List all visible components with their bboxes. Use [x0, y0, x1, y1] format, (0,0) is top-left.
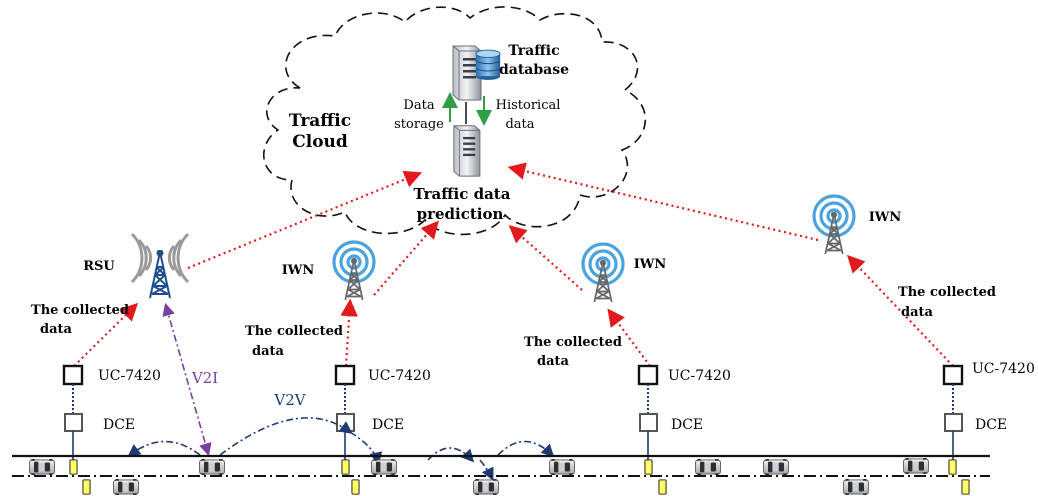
car-icon	[113, 479, 139, 495]
car-icon	[763, 459, 789, 475]
historical-label-line1: Historical	[496, 98, 561, 113]
wireless-tower-icon	[812, 194, 856, 255]
uc-box	[62, 364, 84, 386]
uc-box	[942, 364, 964, 386]
collected-label-4-line2: data	[901, 305, 934, 320]
collected-label-4-line1: The collected	[898, 285, 996, 300]
station-3: UC-7420 DCE	[637, 364, 731, 460]
collected-label-2-line1: The collected	[245, 324, 343, 339]
rsu-label: RSU	[83, 259, 115, 274]
dce-box	[944, 413, 963, 432]
collected-label-1-line2: data	[40, 322, 73, 337]
collected-label-3-line1: The collected	[524, 335, 622, 350]
v2i-link	[162, 302, 212, 457]
v2v-arc-4	[427, 447, 475, 463]
wireless-tower-icon	[581, 242, 625, 303]
car-icon	[29, 459, 55, 475]
uc-label-2: UC-7420	[368, 368, 431, 384]
uc-label-3: UC-7420	[668, 368, 731, 384]
collected-label-2-line2: data	[252, 344, 285, 359]
iwn-label-3: IWN	[869, 210, 902, 225]
sensor-icon	[82, 479, 91, 495]
dce-box	[639, 413, 658, 432]
server-icon	[453, 125, 481, 177]
dce-label-2: DCE	[372, 417, 404, 433]
sensor-icon	[341, 459, 350, 475]
collected-label-3-line2: data	[537, 354, 570, 369]
station-2: UC-7420 DCE	[334, 364, 431, 460]
uc-box	[334, 364, 356, 386]
car-icon	[371, 459, 397, 475]
v2v-arc-6	[497, 440, 555, 458]
station-1: UC-7420 DCE	[62, 364, 161, 460]
historical-label-line2: data	[505, 117, 534, 132]
iwn2-to-cloud-arrow	[508, 225, 583, 291]
dce-label-3: DCE	[671, 417, 703, 433]
collected-label-1-line1: The collected	[31, 303, 129, 318]
dce-label-1: DCE	[103, 417, 135, 433]
iwn1-to-cloud-arrow	[373, 220, 439, 296]
v2v-label: V2V	[273, 391, 306, 409]
sensor-icon	[644, 459, 653, 475]
sensor-icon	[658, 479, 667, 495]
iwn-label-1: IWN	[282, 263, 315, 278]
uc3-to-iwn-arrow	[607, 308, 651, 367]
sensor-icon	[351, 479, 360, 495]
cloud-title-line1: Traffic	[289, 111, 351, 131]
storage-label-line1: Data	[403, 98, 434, 113]
uc-box	[637, 364, 659, 386]
antenna-tower-icon	[130, 232, 190, 299]
uc-label-1: UC-7420	[98, 368, 161, 384]
uc-label-4: UC-7420	[972, 361, 1035, 377]
car-icon	[549, 459, 575, 475]
database-label-line2: database	[499, 62, 569, 78]
cloud-title-line2: Cloud	[292, 132, 348, 152]
sensor-icon	[948, 459, 957, 475]
sensor-icon	[961, 479, 970, 495]
storage-label-line2: storage	[394, 117, 444, 132]
station-4: UC-7420 DCE	[942, 361, 1035, 460]
v2v-arc-2	[219, 417, 353, 456]
v2v-links	[127, 417, 555, 481]
car-icon	[903, 458, 929, 474]
v2i-label: V2I	[191, 369, 218, 387]
prediction-label-line1: Traffic data	[414, 185, 511, 203]
database-label-line1: Traffic	[508, 43, 559, 59]
car-icon	[843, 479, 869, 495]
iwn-label-2: IWN	[634, 257, 667, 272]
uc2-to-iwn-arrow	[340, 298, 358, 367]
car-icon	[695, 459, 721, 475]
v2v-arc-1	[127, 440, 201, 457]
wireless-tower-icon	[332, 240, 376, 301]
v2v-arc-3	[349, 431, 383, 466]
dce-label-4: DCE	[975, 417, 1007, 433]
dce-box	[64, 413, 83, 432]
car-icon	[473, 479, 499, 495]
prediction-label-line2: prediction	[417, 205, 504, 223]
car-icon	[199, 459, 225, 475]
sensor-icon	[69, 459, 78, 475]
upload-arrows	[73, 162, 954, 367]
database-icon	[475, 49, 501, 81]
